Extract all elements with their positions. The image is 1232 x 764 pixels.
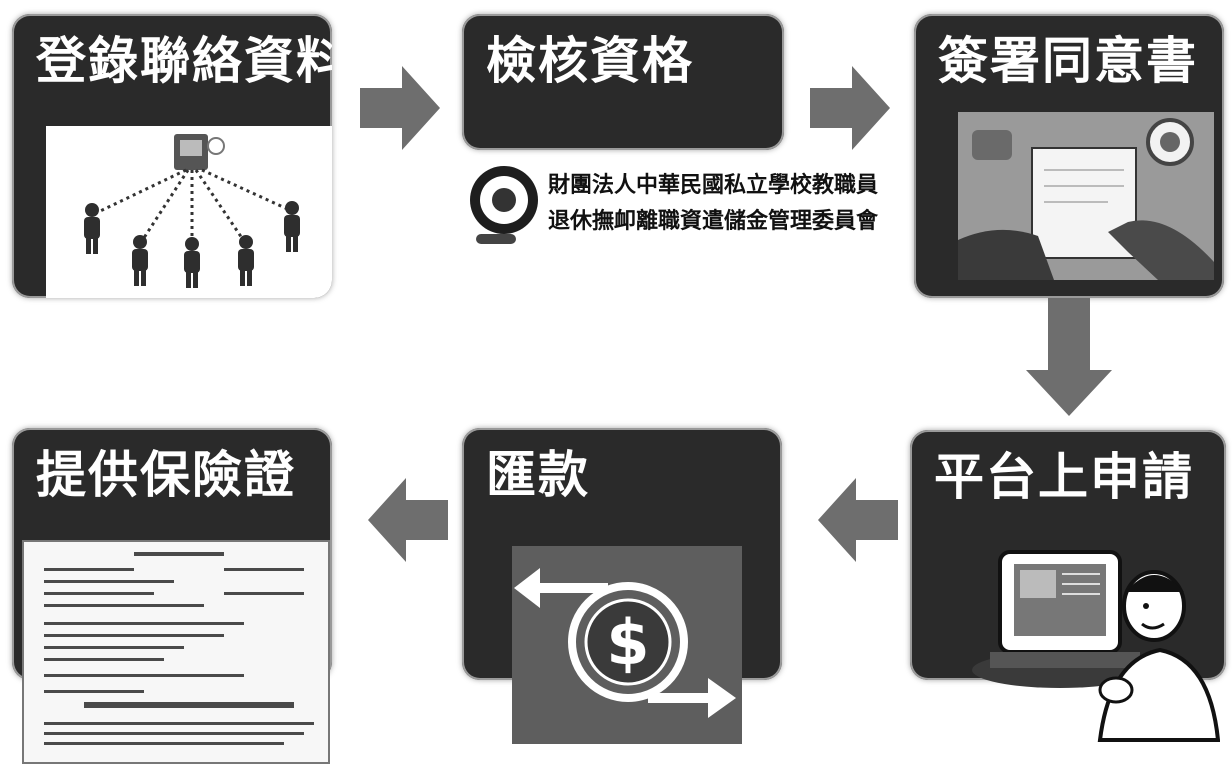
insurance-certificate-icon: [22, 540, 330, 764]
step-title: 檢核資格: [486, 32, 694, 90]
arrow-right-icon: [360, 66, 440, 150]
step-card-sign-consent: 簽署同意書: [914, 14, 1224, 298]
step-title: 登錄聯絡資料: [36, 32, 332, 90]
arrow-down-icon: [1026, 298, 1112, 416]
fund-name-line-1: 財團法人中華民國私立學校教職員: [548, 172, 879, 198]
computer-user-icon: [970, 540, 1221, 760]
step-card-check-eligibility: 檢核資格: [462, 14, 784, 150]
money-transfer-icon: $: [512, 546, 742, 744]
fund-logo-icon: [466, 156, 540, 252]
svg-text:$: $: [606, 606, 649, 679]
signing-document-icon: [958, 112, 1214, 280]
arrow-right-icon: [810, 66, 890, 150]
arrow-left-icon: [368, 478, 448, 562]
step-title: 簽署同意書: [938, 32, 1198, 90]
step-title: 提供保險證: [36, 446, 296, 504]
arrow-left-icon: [818, 478, 898, 562]
fund-name-line-2: 退休撫卹離職資遣儲金管理委員會: [548, 208, 879, 234]
contact-network-icon: [46, 126, 332, 298]
step-title: 匯款: [486, 446, 590, 504]
step-title: 平台上申請: [934, 448, 1194, 506]
step-card-register-contact: 登錄聯絡資料: [12, 14, 332, 298]
